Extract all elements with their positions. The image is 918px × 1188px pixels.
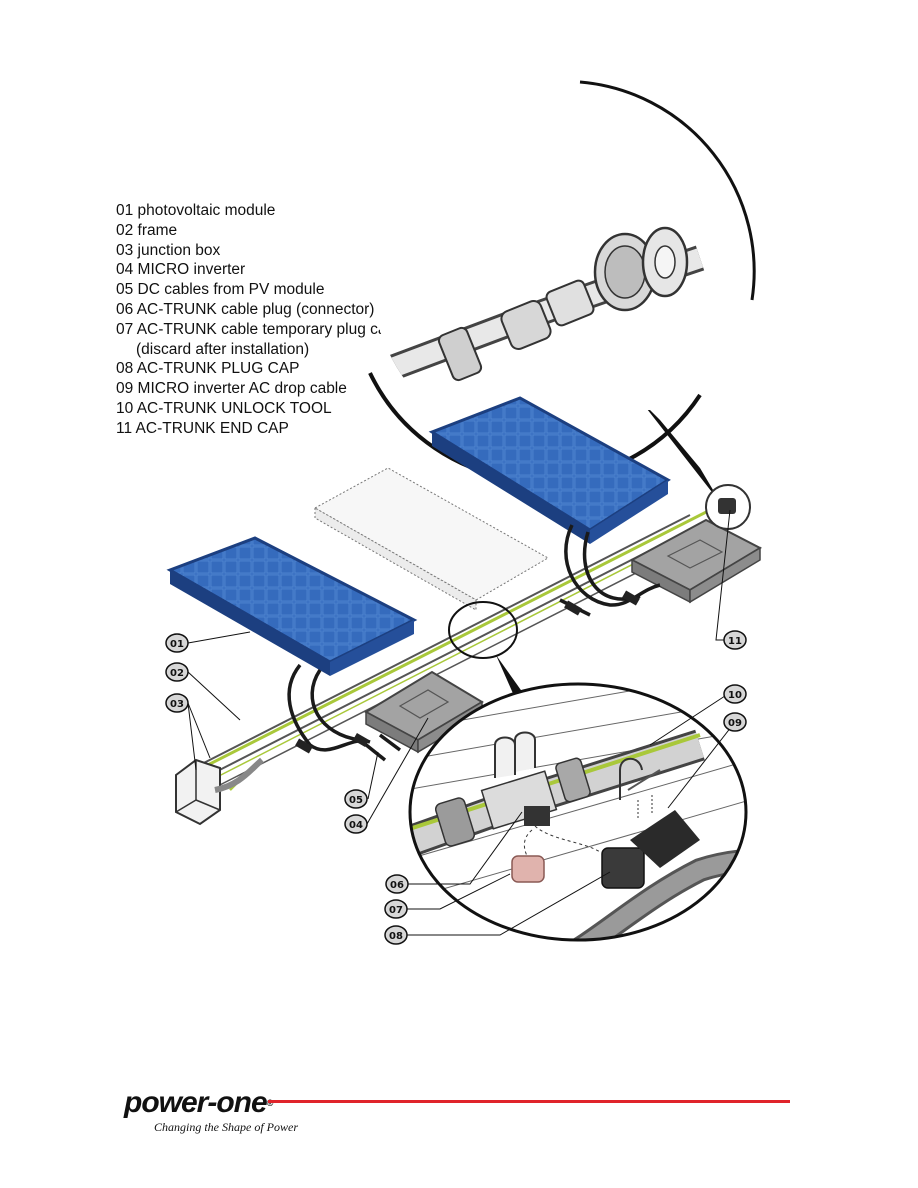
callout-06: 06 xyxy=(385,874,409,894)
svg-text:07: 07 xyxy=(389,905,403,916)
svg-text:04: 04 xyxy=(349,820,363,831)
endcap-small-view xyxy=(705,484,751,530)
legend-item-01: 01 photovoltaic module xyxy=(116,202,276,219)
power-one-logo: power-one® Changing the Shape of Power xyxy=(124,1088,298,1135)
logo-tagline: Changing the Shape of Power xyxy=(154,1120,298,1134)
legend-item-02: 02 frame xyxy=(116,221,178,239)
connector-small-view xyxy=(448,601,518,659)
logo-registered-mark: ® xyxy=(266,1098,274,1108)
legend-item-03: 03 junction box xyxy=(116,241,221,259)
callout-04: 04 xyxy=(344,814,368,834)
callout-03: 03 xyxy=(165,693,189,713)
callout-05: 05 xyxy=(344,789,368,809)
svg-text:05: 05 xyxy=(349,795,363,806)
svg-text:11: 11 xyxy=(728,636,742,647)
detail-pointer-bottom xyxy=(496,655,528,700)
legend-item-10: 10 AC-TRUNK UNLOCK TOOL xyxy=(116,399,332,417)
legend-item-05: 05 DC cables from PV module xyxy=(116,281,325,299)
svg-text:10: 10 xyxy=(728,690,742,701)
micro-inverter-left xyxy=(363,670,484,754)
pv-module-left xyxy=(166,536,418,676)
legend-item-08: 08 AC-TRUNK PLUG CAP xyxy=(116,360,300,378)
logo-word-text: power-one xyxy=(124,1086,268,1119)
svg-text:03: 03 xyxy=(170,699,184,710)
micro-inverter-right xyxy=(629,518,763,604)
callout-09: 09 xyxy=(723,712,747,732)
svg-text:08: 08 xyxy=(389,931,403,942)
callout-02: 02 xyxy=(165,662,189,682)
legend-item-09: 09 MICRO inverter AC drop cable xyxy=(116,380,347,398)
callout-08: 08 xyxy=(384,925,408,945)
callout-01: 01 xyxy=(165,633,189,653)
placeholder-module xyxy=(313,467,550,611)
legend-list: 01 photovoltaic module 02 frame 03 junct… xyxy=(116,201,395,439)
connector-detail-view xyxy=(408,682,748,942)
legend-item-04: 04 MICRO inverter xyxy=(116,261,246,279)
legend-item-06: 06 AC-TRUNK cable plug (connector) xyxy=(116,300,375,318)
logo-wordmark: power-one® xyxy=(124,1088,298,1118)
svg-text:09: 09 xyxy=(728,718,742,729)
callout-11: 11 xyxy=(723,630,747,650)
detail-pointer-top xyxy=(640,400,722,505)
legend-item-07-note: (discard after installation) xyxy=(136,340,310,358)
svg-text:02: 02 xyxy=(170,668,184,679)
legend-item-07: 07 AC-TRUNK cable temporary plug cap xyxy=(116,320,396,338)
pv-module-right xyxy=(428,396,671,544)
footer-red-rule xyxy=(268,1100,790,1103)
legend-item-11: 11 AC-TRUNK END CAP xyxy=(116,419,289,437)
endcap-detail-view xyxy=(368,80,756,505)
svg-text:06: 06 xyxy=(390,880,404,891)
callout-10: 10 xyxy=(723,684,747,704)
junction-box xyxy=(175,757,264,826)
svg-text:01: 01 xyxy=(170,639,184,650)
callout-07: 07 xyxy=(384,899,408,919)
dc-connectors xyxy=(295,590,640,754)
